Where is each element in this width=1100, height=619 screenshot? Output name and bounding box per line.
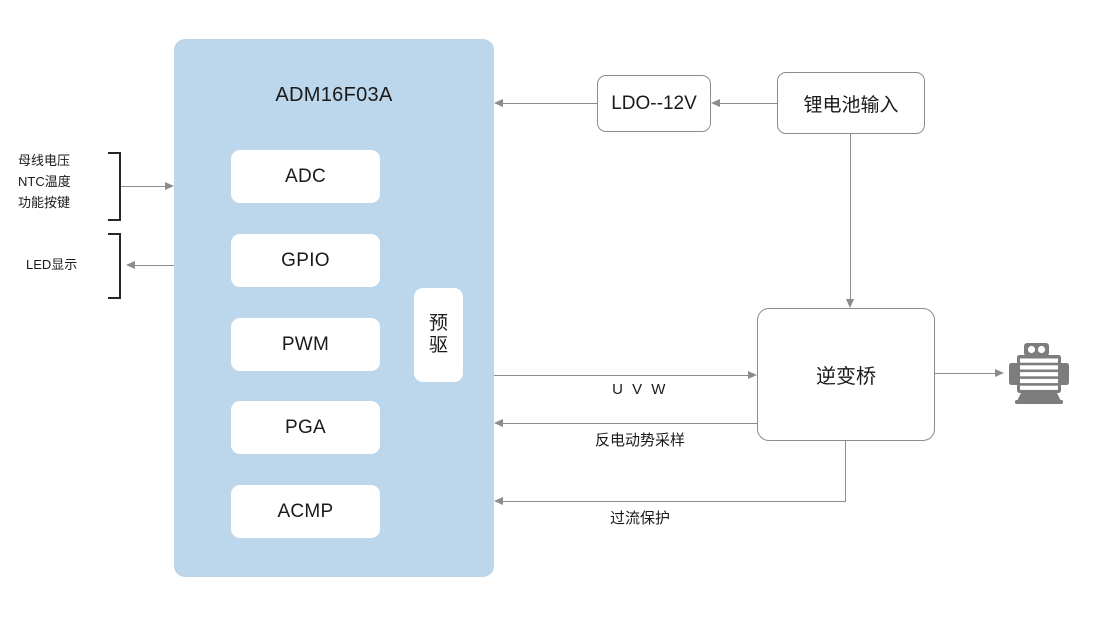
connector-overcurrent-vertical	[845, 441, 847, 502]
input-signal-bracket	[108, 152, 121, 221]
arrowhead-overcurrent	[494, 497, 503, 505]
ldo-block[interactable]: LDO--12V	[597, 75, 711, 132]
peripheral-block-adc[interactable]: ADC	[231, 150, 380, 203]
arrowhead-back-emf	[494, 419, 503, 427]
connector-inputs-to-mcu	[121, 186, 169, 188]
inverter-bridge-block[interactable]: 逆变桥	[757, 308, 935, 441]
output-label-led-display: LED显示	[26, 257, 78, 272]
predriver-label-line1: 预	[428, 312, 448, 334]
edge-label-overcurrent: 过流保护	[609, 510, 670, 527]
connector-overcurrent-horizontal	[502, 501, 846, 503]
connector-battery-to-ldo	[719, 103, 777, 105]
predriver-block[interactable]: 预 驱	[414, 288, 463, 382]
arrowhead-inverter-to-motor	[995, 369, 1004, 377]
peripheral-block-acmp[interactable]: ACMP	[231, 485, 380, 538]
input-label-function-keys: 功能按键	[18, 195, 71, 211]
connector-back-emf	[502, 423, 757, 425]
mcu-title: ADM16F03A	[275, 84, 393, 106]
connector-mcu-to-led	[130, 265, 174, 267]
arrowhead-ldo-to-mcu	[494, 99, 503, 107]
arrowhead-battery-to-ldo	[711, 99, 720, 107]
connector-ldo-to-mcu	[502, 103, 597, 105]
edge-label-uvw: U V W	[612, 381, 668, 398]
peripheral-block-pga[interactable]: PGA	[231, 401, 380, 454]
motor-icon	[1003, 337, 1075, 409]
input-signal-labels: 母线电压 NTC温度 功能按键	[18, 150, 106, 213]
output-signal-bracket	[108, 233, 121, 299]
peripheral-block-pwm[interactable]: PWM	[231, 318, 380, 371]
battery-block[interactable]: 锂电池输入	[777, 72, 925, 134]
arrowhead-inputs-to-mcu	[165, 182, 174, 190]
connector-inverter-to-motor	[935, 373, 998, 375]
arrowhead-battery-to-inverter	[846, 299, 854, 308]
connector-battery-to-inverter	[850, 134, 852, 301]
input-label-ntc-temperature: NTC温度	[18, 174, 71, 190]
arrowhead-uvw	[748, 371, 757, 379]
arrowhead-mcu-to-led	[126, 261, 135, 269]
peripheral-block-gpio[interactable]: GPIO	[231, 234, 380, 287]
input-label-bus-voltage: 母线电压	[18, 153, 71, 168]
edge-label-back-emf: 反电动势采样	[594, 432, 685, 449]
connector-uvw	[494, 375, 749, 377]
predriver-label-line2: 驱	[428, 335, 448, 356]
